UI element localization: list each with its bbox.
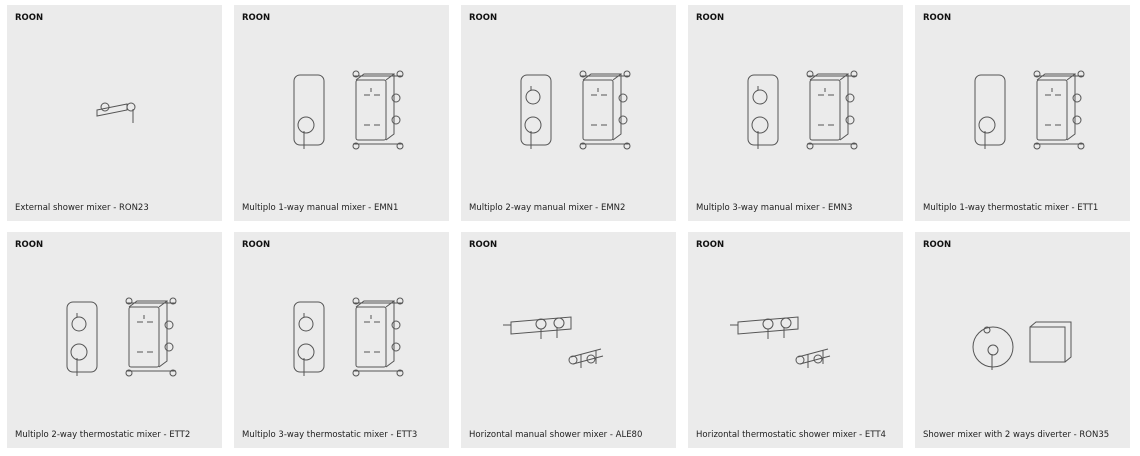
- product-card[interactable]: ROON Multiplo 1-way manual mixer - EMN1: [234, 5, 449, 221]
- brand-label: ROON: [15, 13, 44, 23]
- plate-1-knob-icon: [234, 35, 449, 185]
- product-card[interactable]: ROON Multiplo 1-way thermostatic mixer -…: [915, 5, 1130, 221]
- product-title[interactable]: Multiplo 2-way thermostatic mixer - ETT2: [15, 430, 191, 440]
- brand-label: ROON: [469, 240, 498, 250]
- product-card[interactable]: ROON Multiplo 3-way manual mixer - EMN3: [688, 5, 903, 221]
- brand-label: ROON: [242, 13, 271, 23]
- product-title[interactable]: Multiplo 3-way thermostatic mixer - ETT3: [242, 430, 418, 440]
- brand-label: ROON: [696, 240, 725, 250]
- plate-1-knob-icon: [915, 35, 1130, 185]
- product-title[interactable]: Horizontal manual shower mixer - ALE80: [469, 430, 643, 440]
- product-title[interactable]: External shower mixer - RON23: [15, 203, 149, 213]
- plate-2-knob-icon: [461, 35, 676, 185]
- product-title[interactable]: Multiplo 3-way manual mixer - EMN3: [696, 203, 853, 213]
- horizontal-mixer-icon: [688, 262, 903, 412]
- brand-label: ROON: [923, 13, 952, 23]
- plate-2-knob-icon: [7, 262, 222, 412]
- product-title[interactable]: Horizontal thermostatic shower mixer - E…: [696, 430, 886, 440]
- product-title[interactable]: Multiplo 1-way manual mixer - EMN1: [242, 203, 399, 213]
- diverter-mixer-icon: [915, 262, 1130, 412]
- plate-2-knob-icon: [234, 262, 449, 412]
- product-card[interactable]: ROON Horizontal manual shower mixer - AL…: [461, 232, 676, 448]
- brand-label: ROON: [696, 13, 725, 23]
- product-card[interactable]: ROON Shower mixer with 2 ways diverter -…: [915, 232, 1130, 448]
- product-title[interactable]: Multiplo 2-way manual mixer - EMN2: [469, 203, 626, 213]
- brand-label: ROON: [242, 240, 271, 250]
- brand-label: ROON: [15, 240, 44, 250]
- product-card[interactable]: ROON Multiplo 2-way manual mixer - EMN2: [461, 5, 676, 221]
- brand-label: ROON: [923, 240, 952, 250]
- product-card[interactable]: ROON Horizontal thermostatic shower mixe…: [688, 232, 903, 448]
- external-mixer-icon: [7, 35, 222, 185]
- product-title[interactable]: Multiplo 1-way thermostatic mixer - ETT1: [923, 203, 1099, 213]
- product-card[interactable]: ROON Multiplo 3-way thermostatic mixer -…: [234, 232, 449, 448]
- product-card[interactable]: ROON Multiplo 2-way thermostatic mixer -…: [7, 232, 222, 448]
- plate-2-knob-icon: [688, 35, 903, 185]
- brand-label: ROON: [469, 13, 498, 23]
- product-title[interactable]: Shower mixer with 2 ways diverter - RON3…: [923, 430, 1110, 440]
- horizontal-mixer-icon: [461, 262, 676, 412]
- product-card[interactable]: ROON External shower mixer - RON23: [7, 5, 222, 221]
